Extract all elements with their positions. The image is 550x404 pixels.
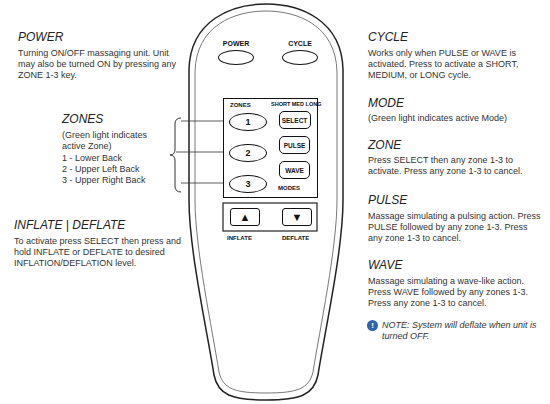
button-label: ▲ <box>240 211 251 223</box>
power-button: POWER <box>211 40 261 74</box>
annotation-text: Turning ON/OFF massaging unit. Unit may … <box>18 48 183 81</box>
annotation-heading: ZONES <box>62 112 103 126</box>
zones-bracket <box>170 118 181 192</box>
note-icon-mark: ! <box>368 320 377 331</box>
zone-button: 1 <box>229 113 267 131</box>
panel-label: ZONES <box>230 102 251 108</box>
button-label: PULSE <box>284 142 306 149</box>
button-label: 3 <box>245 179 250 189</box>
inflate-frame <box>223 203 317 231</box>
button-caption: DEFLATE <box>282 235 309 241</box>
annotation-heading: ZONE <box>368 138 401 152</box>
button-caption: INFLATE <box>227 235 252 241</box>
annotation-text: Massage simulating a pulsing action. Pre… <box>368 211 543 244</box>
mode-button: WAVE <box>279 161 310 179</box>
leader-line <box>181 121 226 122</box>
cycle-button: CYCLE <box>275 40 325 74</box>
oval-button <box>218 50 254 65</box>
remote-inner-rim <box>195 11 337 393</box>
mode-button: PULSE <box>279 136 310 154</box>
zone-button: 2 <box>229 144 267 162</box>
annotation-text: Massage simulating a wave-like action. P… <box>368 276 543 309</box>
button-label: SELECT <box>282 117 308 124</box>
button-label: POWER <box>223 40 249 47</box>
inflate-button: ▲ <box>230 208 260 226</box>
mode-button: SELECT <box>279 111 311 129</box>
button-label: 1 <box>245 117 250 127</box>
button-label: CYCLE <box>288 40 312 47</box>
annotation-text: Press SELECT then any zone 1-3 to activa… <box>368 155 543 177</box>
panel-label: MODES <box>278 185 300 191</box>
panel-label: SHORT MED LONG <box>271 101 321 107</box>
annotation-text: 1 - Lower Back <box>62 153 122 164</box>
annotation-text: (Green light indicates active Mode) <box>368 113 538 124</box>
annotation-heading: MODE <box>368 96 404 110</box>
leader-line <box>176 152 226 153</box>
annotation-text: To activate press SELECT then press and … <box>14 236 184 269</box>
note-text: NOTE: System will deflate when unit is t… <box>382 320 537 342</box>
remote-housing <box>189 4 343 400</box>
annotation-heading: WAVE <box>368 258 402 272</box>
oval-button <box>282 50 318 65</box>
note-icon <box>367 320 378 331</box>
annotation-text: (Green light indicates active Zone) <box>62 130 162 152</box>
annotation-text: 3 - Upper Right Back <box>62 175 146 186</box>
annotation-heading: POWER <box>18 30 63 44</box>
deflate-button: ▼ <box>282 208 312 226</box>
leader-line <box>181 183 226 184</box>
button-label: WAVE <box>285 167 304 174</box>
annotation-text: 2 - Upper Left Back <box>62 164 140 175</box>
zone-button: 3 <box>229 175 267 193</box>
button-label: 2 <box>245 148 250 158</box>
annotation-heading: CYCLE <box>368 30 408 44</box>
annotation-heading: PULSE <box>368 193 407 207</box>
button-label: ▼ <box>292 211 303 223</box>
annotation-text: Works only when PULSE or WAVE is activat… <box>368 48 538 81</box>
control-panel: ZONES SHORT MED LONG MODES 1 2 3 SELECT PULSE WA… <box>223 98 318 198</box>
annotation-heading: INFLATE | DEFLATE <box>14 218 125 232</box>
